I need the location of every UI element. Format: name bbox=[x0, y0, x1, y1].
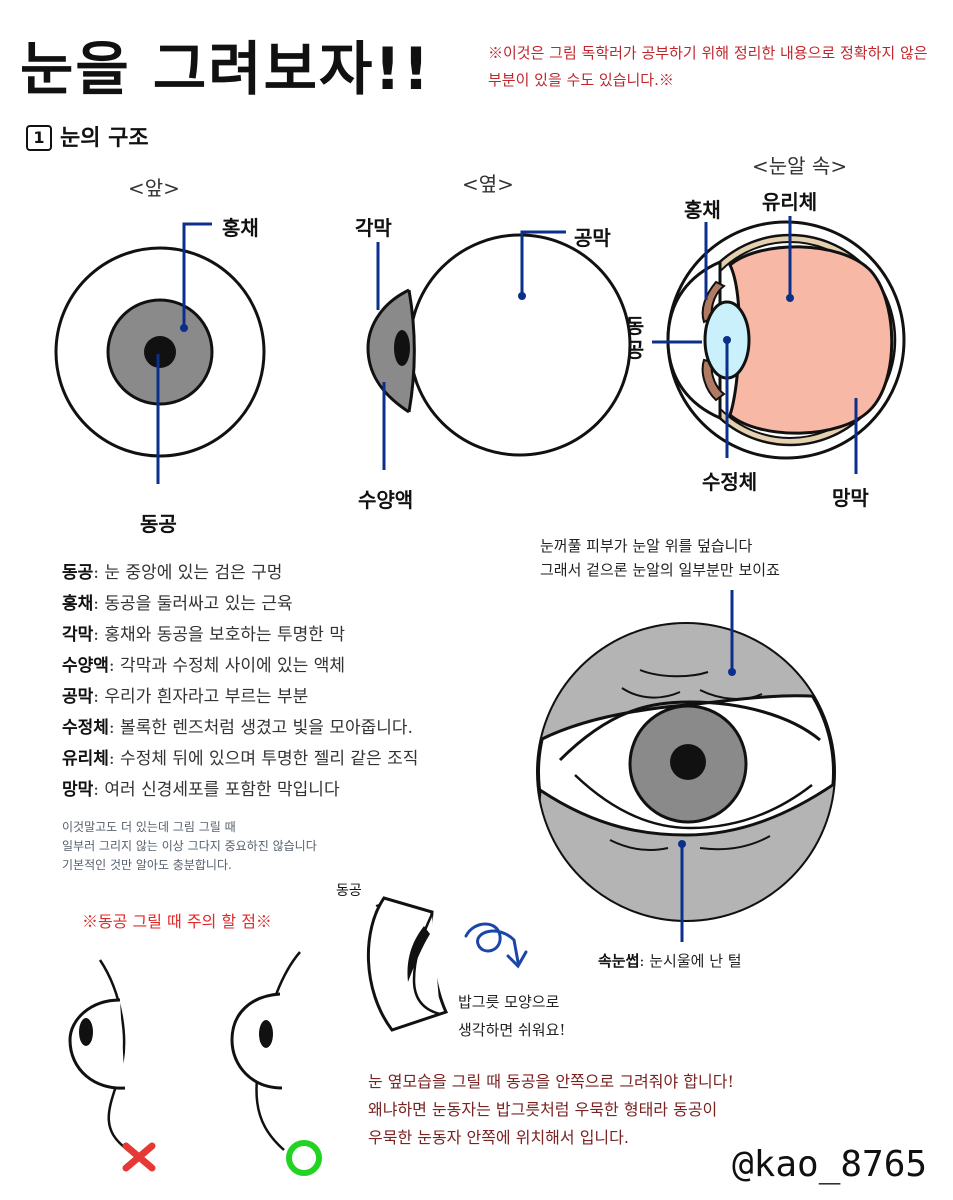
bowl-note: 밥그릇 모양으로 생각하면 쉬워요! bbox=[458, 988, 565, 1044]
arrow-head-icon bbox=[506, 950, 528, 969]
bottom-note: 눈 옆모습을 그릴 때 동공을 안쪽으로 그려줘야 합니다! 왜냐하면 눈동자는… bbox=[368, 1068, 734, 1152]
large-pupil bbox=[670, 744, 706, 780]
view-front-label: <앞> bbox=[128, 176, 180, 200]
definition-term: 수양액 bbox=[62, 656, 109, 676]
pupil-small-label: 동공 bbox=[336, 883, 362, 899]
eyelid-crease bbox=[621, 669, 763, 700]
front-pupil bbox=[144, 336, 176, 368]
eyelid-caption-line: 그래서 겉으론 눈알의 일부분만 보이죠 bbox=[540, 561, 780, 579]
lower-eyelid bbox=[538, 777, 834, 920]
front-eye-diagram bbox=[54, 222, 266, 484]
section-number: 1 bbox=[26, 125, 52, 151]
leader-dot bbox=[786, 294, 794, 302]
upper-lash-line bbox=[558, 700, 821, 762]
bowl-note-line: 밥그릇 모양으로 bbox=[458, 993, 560, 1011]
small-note: 이것말고도 더 있는데 그림 그릴 때 일부러 그리지 않는 이상 그다지 중요… bbox=[62, 818, 317, 875]
disclaimer-note: ※이것은 그림 독학러가 공부하기 위해 정리한 내용으로 정확하지 않은 부분… bbox=[488, 44, 928, 89]
leader-line bbox=[520, 230, 566, 296]
eyelash-caption: 속눈썹: 눈시울에 난 털 bbox=[598, 950, 742, 971]
inside-vitreous bbox=[728, 245, 894, 435]
label-iris-front: 홍채 bbox=[222, 216, 259, 240]
definition-row: 동공: 눈 중앙에 있는 검은 구멍 bbox=[62, 558, 418, 589]
definition-desc: : 각막과 수정체 사이에 있는 액체 bbox=[108, 656, 345, 676]
correct-eye-shape bbox=[230, 992, 283, 1090]
eyelid-illustration bbox=[536, 590, 836, 942]
definition-desc: : 동공을 둘러싸고 있는 근육 bbox=[93, 594, 293, 614]
wrong-eye-shape bbox=[68, 998, 126, 1090]
definition-row: 수정체: 볼록한 렌즈처럼 생겼고 빛을 모아줍니다. bbox=[62, 713, 418, 744]
small-note-line: 이것말고도 더 있는데 그림 그릴 때 bbox=[62, 820, 236, 834]
definition-desc: : 수정체 뒤에 있으며 투명한 젤리 같은 조직 bbox=[108, 749, 419, 769]
definitions-list: 동공: 눈 중앙에 있는 검은 구멍 홍채: 동공을 둘러싸고 있는 근육 각막… bbox=[62, 558, 418, 806]
definition-term: 공막 bbox=[62, 687, 94, 707]
definition-desc: : 눈 중앙에 있는 검은 구멍 bbox=[93, 563, 283, 583]
lower-lash-line bbox=[574, 774, 813, 830]
small-note-line: 기본적인 것만 알아도 충분합니다. bbox=[62, 858, 232, 872]
definition-row: 수양액: 각막과 수정체 사이에 있는 액체 bbox=[62, 651, 418, 682]
definition-row: 홍채: 동공을 둘러싸고 있는 근육 bbox=[62, 589, 418, 620]
definition-desc: : 여러 신경세포를 포함한 막입니다 bbox=[93, 780, 340, 800]
bottom-note-line: 눈 옆모습을 그릴 때 동공을 안쪽으로 그려줘야 합니다! bbox=[368, 1072, 734, 1091]
author-handle: @kao_8765 bbox=[732, 1144, 928, 1185]
leader-line bbox=[182, 222, 212, 328]
label-sclera: 공막 bbox=[574, 226, 611, 250]
definition-term: 각막 bbox=[62, 625, 94, 645]
side-cornea bbox=[366, 288, 410, 414]
wrong-pupil bbox=[79, 1018, 93, 1046]
correct-pupil bbox=[259, 1020, 273, 1048]
definition-term: 망막 bbox=[62, 780, 94, 800]
eyelash-term: 속눈썹 bbox=[598, 952, 640, 970]
small-note-line: 일부러 그리지 않는 이상 그다지 중요하진 않습니다 bbox=[62, 839, 317, 853]
leader-dot bbox=[518, 292, 526, 300]
label-pupil-front: 동공 bbox=[140, 512, 177, 536]
side-pupil bbox=[394, 330, 410, 366]
wrong-side-eye bbox=[68, 959, 156, 1172]
caution-title: ※동공 그릴 때 주의 할 점※ bbox=[82, 912, 272, 931]
label-cornea: 각막 bbox=[355, 216, 392, 240]
definition-desc: : 우리가 흰자라고 부르는 부분 bbox=[93, 687, 309, 707]
definition-row: 망막: 여러 신경세포를 포함한 막입니다 bbox=[62, 775, 418, 806]
definition-term: 홍채 bbox=[62, 594, 94, 614]
correct-side-eye bbox=[230, 951, 322, 1176]
leader-dot bbox=[723, 336, 731, 344]
leader-dot bbox=[678, 840, 686, 848]
page-title: 눈을 그려보자!! bbox=[20, 35, 432, 103]
side-iris bbox=[407, 289, 416, 413]
eyelid-caption: 눈꺼풀 피부가 눈알 위를 덮습니다 그래서 겉으론 눈알의 일부분만 보이죠 bbox=[540, 534, 780, 582]
bowl-note-line: 생각하면 쉬워요! bbox=[458, 1021, 566, 1039]
definition-desc: : 홍채와 동공을 보호하는 투명한 막 bbox=[93, 625, 345, 645]
bowl-pupil bbox=[407, 926, 430, 982]
definition-row: 각막: 홍채와 동공을 보호하는 투명한 막 bbox=[62, 620, 418, 651]
label-vitreous: 유리체 bbox=[762, 190, 818, 214]
definition-desc: : 볼록한 렌즈처럼 생겼고 빛을 모아줍니다. bbox=[108, 718, 413, 738]
inside-eye-diagram bbox=[652, 216, 906, 474]
definition-term: 유리체 bbox=[62, 749, 109, 769]
leader-dot bbox=[180, 324, 188, 332]
wrong-mark-icon bbox=[122, 1142, 156, 1172]
label-iris-inside: 홍채 bbox=[684, 198, 721, 222]
definition-term: 수정체 bbox=[62, 718, 109, 738]
label-retina: 망막 bbox=[832, 486, 869, 510]
eyelash-desc: : 눈시울에 난 털 bbox=[639, 952, 742, 970]
bowl-eye-sketch bbox=[366, 896, 528, 1032]
view-side-label: <옆> bbox=[462, 172, 514, 196]
bottom-note-line: 우묵한 눈동자 안쪽에 위치해서 입니다. bbox=[368, 1128, 629, 1147]
eyelid-caption-line: 눈꺼풀 피부가 눈알 위를 덮습니다 bbox=[540, 537, 753, 555]
curl-arrow-icon bbox=[464, 922, 520, 964]
view-inside-label: <눈알 속> bbox=[752, 154, 848, 178]
side-sclera bbox=[408, 233, 632, 457]
bottom-note-line: 왜냐하면 눈동자는 밥그릇처럼 우묵한 형태라 동공이 bbox=[368, 1100, 718, 1119]
leader-dot bbox=[728, 668, 736, 676]
definition-term: 동공 bbox=[62, 563, 94, 583]
section-label: 눈의 구조 bbox=[60, 126, 149, 151]
definition-row: 공막: 우리가 흰자라고 부르는 부분 bbox=[62, 682, 418, 713]
side-eye-diagram bbox=[366, 230, 632, 470]
section-heading: 1 눈의 구조 bbox=[26, 120, 149, 152]
label-aqueous: 수양액 bbox=[358, 488, 414, 512]
definition-row: 유리체: 수정체 뒤에 있으며 투명한 젤리 같은 조직 bbox=[62, 744, 418, 775]
label-lens: 수정체 bbox=[702, 470, 758, 494]
correct-mark-icon bbox=[286, 1140, 322, 1176]
lower-lid-crease bbox=[609, 835, 771, 851]
